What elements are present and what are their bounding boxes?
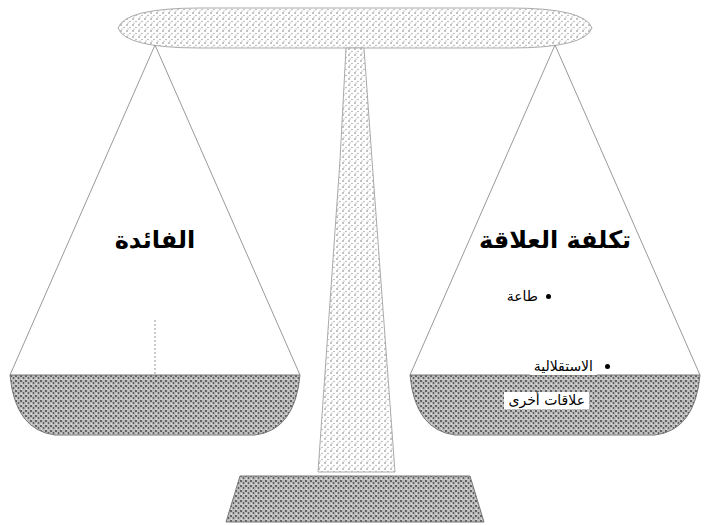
pan-heading: تكلفة العلاقة — [479, 226, 631, 255]
pan-string — [410, 45, 555, 375]
pan-string — [555, 45, 700, 375]
pan-bullet: الاستقلالية — [530, 358, 597, 375]
pan-string — [155, 45, 300, 375]
bullet-dot — [546, 294, 551, 299]
pan-bullet: طاعة — [507, 288, 538, 305]
scale-pan: الفائدة — [5, 40, 305, 440]
pan-bowl — [10, 375, 300, 435]
pan-stem — [155, 320, 156, 375]
scale-beam — [118, 8, 592, 48]
scale-pillar — [318, 48, 395, 472]
bullet-dot — [605, 364, 610, 369]
pan-string — [10, 45, 155, 375]
pan-bullet: علاقات أخرى — [504, 392, 589, 409]
scale-base — [226, 476, 484, 522]
pan-bowl — [410, 375, 700, 435]
pan-heading: الفائدة — [115, 226, 196, 255]
scale-pan: تكلفة العلاقة طاعة الاستقلالية علاقات أخرى — [405, 40, 705, 440]
